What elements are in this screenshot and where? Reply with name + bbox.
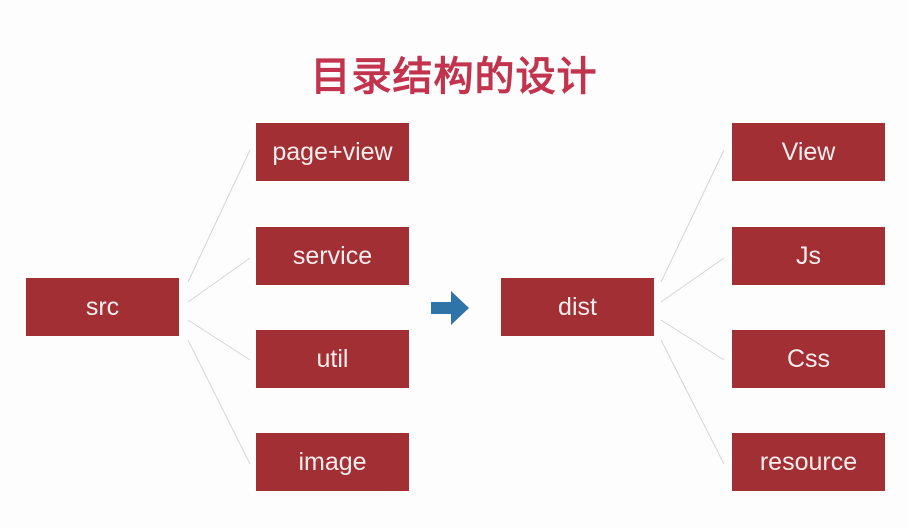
page-view-node: page+view [256, 123, 409, 181]
node-label: service [292, 241, 373, 270]
node-label: View [781, 137, 836, 166]
css-node: Css [732, 330, 885, 388]
src-node: src [26, 278, 179, 336]
util-node: util [256, 330, 409, 388]
js-node: Js [732, 227, 885, 285]
arrow-right-icon [431, 291, 469, 325]
src-label: src [85, 292, 120, 321]
node-label: page+view [272, 137, 393, 166]
node-label: Js [796, 241, 821, 270]
node-label: Css [786, 344, 831, 373]
dist-label: dist [558, 292, 597, 321]
image-node: image [256, 433, 409, 491]
node-label: image [298, 447, 367, 476]
service-node: service [256, 227, 409, 285]
dist-node: dist [501, 278, 654, 336]
node-label: util [316, 344, 349, 373]
resource-node: resource [732, 433, 885, 491]
node-label: resource [759, 447, 858, 476]
view-node: View [732, 123, 885, 181]
page-title: 目录结构的设计 [310, 54, 598, 100]
